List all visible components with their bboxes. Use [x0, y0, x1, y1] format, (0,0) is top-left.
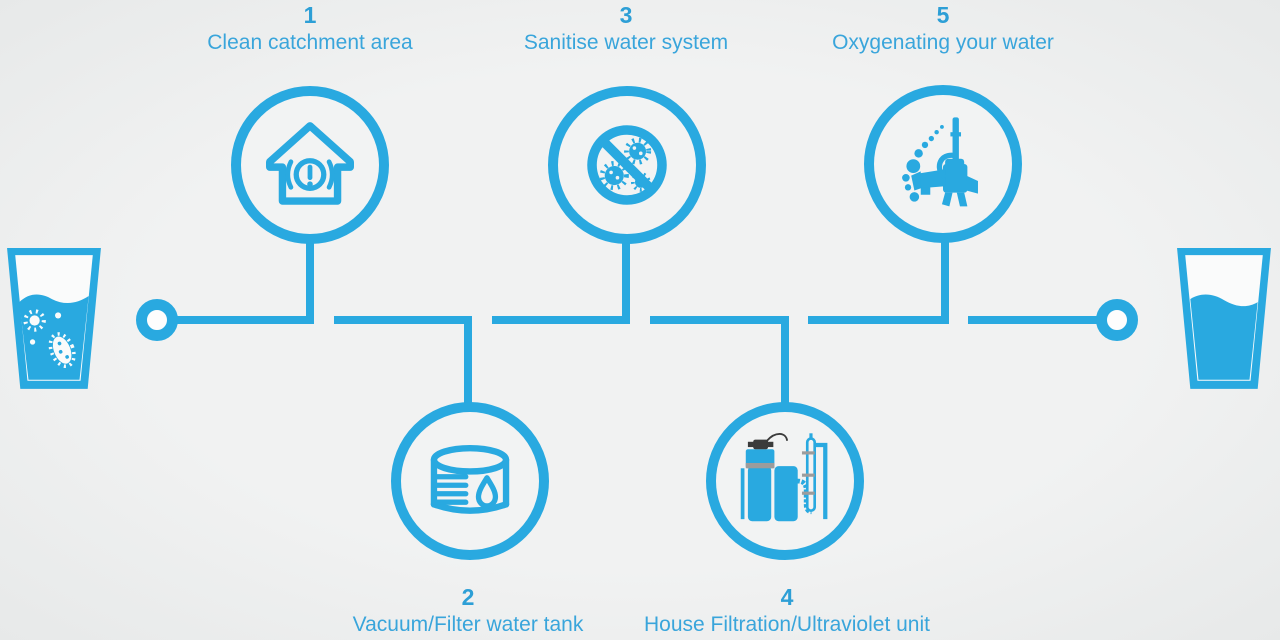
pipeline-segment — [968, 316, 1098, 324]
pipeline-segment — [808, 316, 949, 324]
step-number: 5 — [936, 2, 950, 28]
step-3-circle — [548, 86, 706, 244]
no-germs-icon — [587, 125, 667, 205]
step-label: Clean catchment area — [207, 31, 413, 54]
step-number: 3 — [619, 2, 633, 28]
step-3-connector — [622, 240, 630, 320]
step-2-label-block: 2 Vacuum/Filter water tank — [298, 584, 638, 637]
step-4-connector — [781, 320, 789, 404]
pipeline-end-node — [1096, 299, 1138, 341]
filtration-uv-icon — [740, 433, 828, 522]
step-4-circle — [706, 402, 864, 560]
step-label: Sanitise water system — [523, 31, 729, 54]
aerator-bubbles-icon — [902, 117, 978, 207]
step-label: Oxygenating your water — [832, 31, 1054, 54]
step-5-connector — [941, 240, 949, 320]
step-5-label-block: 5 Oxygenating your water — [773, 2, 1113, 55]
dirty-water-glass-icon — [7, 248, 101, 389]
step-number: 4 — [780, 584, 794, 610]
step-label: House Filtration/Ultraviolet unit — [644, 613, 930, 636]
pipeline-segment — [334, 316, 472, 324]
pipeline-segment — [176, 316, 314, 324]
step-4-label-block: 4 House Filtration/Ultraviolet unit — [617, 584, 957, 637]
step-2-connector — [464, 320, 472, 404]
step-5-circle — [864, 85, 1022, 243]
step-number: 2 — [461, 584, 475, 610]
step-2-circle — [391, 402, 549, 560]
water-tank-icon — [430, 444, 510, 514]
clean-water-glass-icon — [1177, 248, 1271, 389]
pipeline-segment — [492, 316, 630, 324]
step-3-label-block: 3 Sanitise water system — [456, 2, 796, 55]
step-1-label-block: 1 Clean catchment area — [140, 2, 480, 55]
house-alert-icon — [266, 122, 354, 205]
pipeline-segment — [650, 316, 789, 324]
step-label: Vacuum/Filter water tank — [352, 613, 584, 636]
pipeline-start-node — [136, 299, 178, 341]
step-1-circle — [231, 86, 389, 244]
step-1-connector — [306, 240, 314, 320]
step-number: 1 — [303, 2, 317, 28]
